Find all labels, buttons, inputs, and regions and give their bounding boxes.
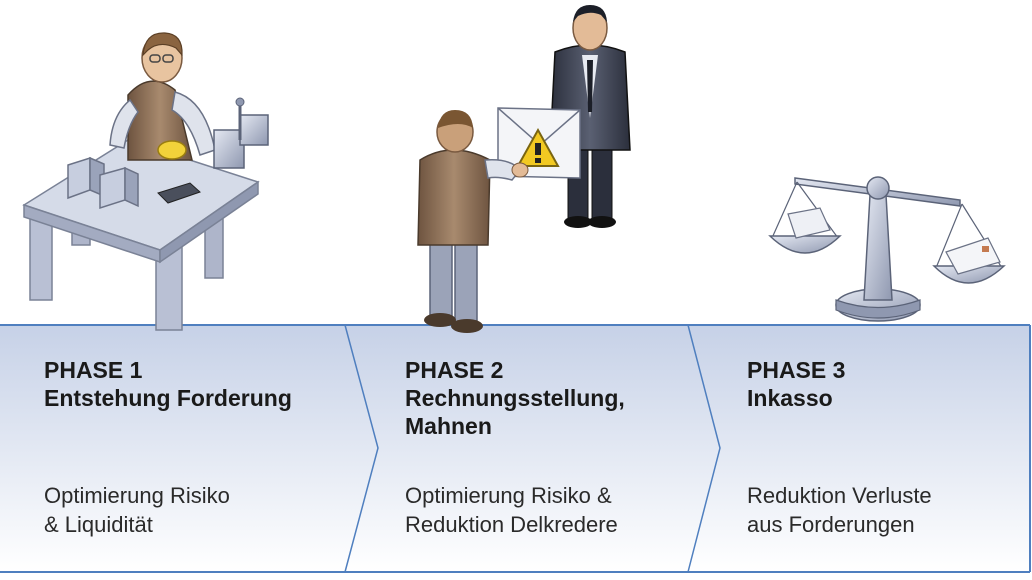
phase-1-desc-line-2: & Liquidität [44, 512, 153, 537]
phase-3-description: Reduktion Verluste aus Forderungen [747, 481, 1017, 539]
phase-2-title: Rechnungsstellung, [405, 385, 625, 411]
phase-3-desc-line-2: aus Forderungen [747, 512, 915, 537]
balance-scale-illustration [768, 176, 1006, 322]
craftsman-workbench-illustration [22, 32, 269, 331]
phase-1-heading: PHASE 1 Entstehung Forderung [44, 356, 344, 412]
phase-2-desc-line-1: Optimierung Risiko & [405, 483, 612, 508]
chevron-divider-1 [344, 324, 379, 573]
phase-2-segment [345, 325, 720, 572]
envelope-handover-illustration [417, 5, 631, 333]
phase-1-title: Entstehung Forderung [44, 385, 292, 411]
phase-2-title-line-2: Mahnen [405, 413, 492, 439]
phase-1-label: PHASE 1 [44, 357, 143, 383]
phase-3-segment [688, 325, 1030, 572]
phase-2-label: PHASE 2 [405, 357, 504, 383]
chevron-divider-2 [687, 324, 721, 573]
phase-3-heading: PHASE 3 Inkasso [747, 356, 1017, 412]
phase-2-description: Optimierung Risiko & Reduktion Delkreder… [405, 481, 705, 539]
phase-3-label: PHASE 3 [747, 357, 846, 383]
phase-3-desc-line-1: Reduktion Verluste [747, 483, 932, 508]
phase-2-heading: PHASE 2 Rechnungsstellung, Mahnen [405, 356, 705, 440]
phase-2-desc-line-2: Reduktion Delkredere [405, 512, 618, 537]
phase-1-segment [0, 325, 378, 572]
phase-3-title: Inkasso [747, 385, 833, 411]
phase-1-desc-line-1: Optimierung Risiko [44, 483, 230, 508]
phase-1-description: Optimierung Risiko & Liquidität [44, 481, 344, 539]
